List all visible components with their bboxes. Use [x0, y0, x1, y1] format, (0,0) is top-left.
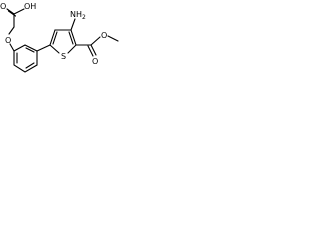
atom-label-carbonyl-oxygen-ester: O	[92, 57, 98, 66]
benzene-inner-bond-1	[25, 47, 35, 53]
atom-label-sulfur: S	[61, 52, 66, 61]
thiophene-c5-c4-inner	[52, 31, 58, 45]
thiophene-c3-c2-inner	[68, 31, 74, 45]
chemical-structure-diagram: OH O O NH2 S O O	[0, 2, 119, 73]
bond-ester-c-o-double-1	[90, 44, 97, 56]
bond-ester-o-methyl	[107, 35, 119, 42]
bond-ester-c-o	[90, 36, 101, 46]
thiophene-s-c5	[49, 44, 60, 54]
bond-c3-nh2	[70, 18, 76, 31]
atom-label-amino: NH2	[70, 10, 86, 21]
atom-label-ester-oxygen: O	[101, 31, 107, 40]
bond-o-ring	[9, 43, 15, 52]
thiophene-c5-c4	[49, 29, 56, 46]
bonds	[6, 8, 119, 73]
thiophene-c3-c2	[70, 29, 77, 46]
bond-aryl-thienyl	[36, 44, 51, 52]
bond-ester-c-o-double-2	[87, 45, 94, 57]
bond-c-oh	[13, 8, 25, 15]
bond-ch2-o	[8, 26, 15, 35]
atom-label-carbonyl-oxygen-acid: O	[0, 2, 6, 11]
bond-c-o-double-1	[6, 8, 15, 15]
atom-label-hydroxyl: OH	[24, 2, 36, 11]
benzene-inner-bond-2	[25, 62, 35, 69]
thiophene-c2-s	[67, 44, 77, 54]
atom-label-ether-oxygen: O	[5, 36, 11, 45]
atom-labels: OH O O NH2 S O O	[0, 2, 107, 66]
